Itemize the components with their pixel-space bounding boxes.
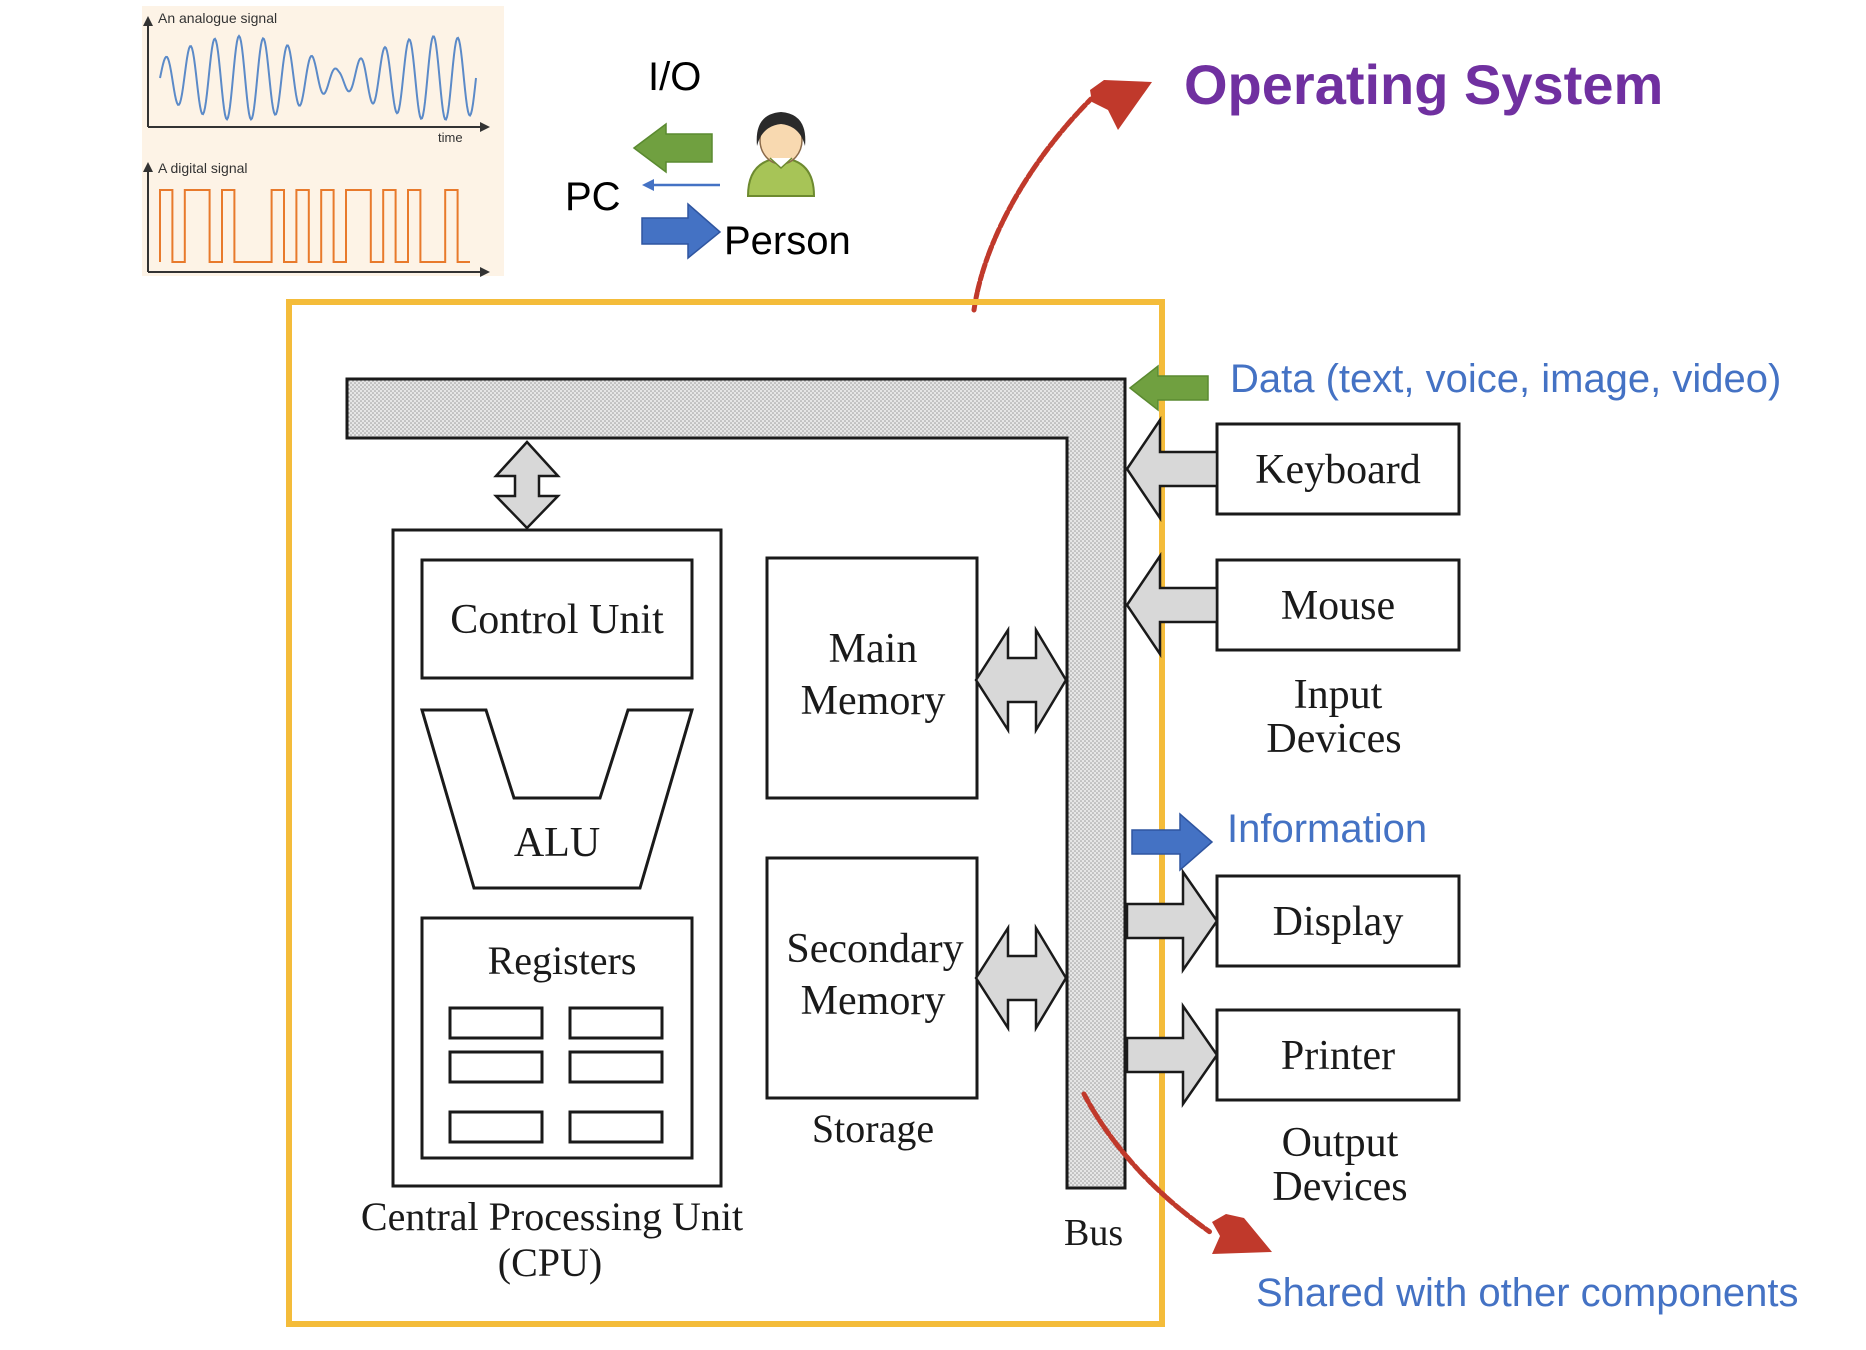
information-annotation: Information: [1227, 807, 1427, 851]
secondary-memory-box: [765, 856, 979, 1100]
digital-x-arrowhead: [480, 267, 490, 277]
output-devices-label-line2: Devices: [1272, 1164, 1407, 1210]
secondary-memory-bus-arrow: [974, 923, 1068, 1033]
signal-inset-background: [142, 6, 504, 276]
register-cell: [568, 1050, 664, 1084]
control-unit-box: [420, 558, 694, 680]
alu-shape: [419, 708, 695, 890]
bus-label: Bus: [1064, 1212, 1123, 1254]
right-arrow-blue-icon: [641, 202, 722, 260]
shared-arrowhead: [1212, 1214, 1272, 1254]
digital-signal-label: A digital signal: [158, 160, 248, 176]
keyboard-input-arrow: [1125, 415, 1219, 523]
main-memory-label-line1: Main: [829, 626, 918, 672]
register-cell: [568, 1110, 664, 1144]
printer-label: Printer: [1281, 1033, 1395, 1079]
registers-label: Registers: [488, 938, 637, 983]
analogue-x-arrowhead: [480, 122, 490, 132]
display-output-arrow: [1125, 868, 1219, 974]
input-devices-label-line1: Input: [1294, 672, 1383, 718]
digital-wave: [159, 189, 470, 263]
alu-label: ALU: [514, 820, 600, 866]
secondary-memory-label-line1: Secondary: [786, 926, 963, 972]
display-label: Display: [1273, 899, 1404, 945]
os-arrow-shaft: [971, 95, 1095, 313]
pc-label: PC: [565, 175, 621, 219]
keyboard-box: [1215, 422, 1461, 516]
data-green-arrow-icon: [1128, 364, 1209, 412]
shared-annotation: Shared with other components: [1256, 1271, 1799, 1315]
printer-box: [1215, 1008, 1461, 1102]
main-memory-bus-arrow: [974, 625, 1068, 735]
main-memory-box: [765, 556, 979, 800]
register-cell: [448, 1110, 544, 1144]
time-label: time: [438, 130, 463, 145]
cpu-label-line1: Central Processing Unit: [361, 1194, 743, 1239]
printer-output-arrow: [1125, 1002, 1219, 1108]
mouse-label: Mouse: [1281, 583, 1395, 629]
bus: [345, 377, 1127, 1190]
io-label: I/O: [648, 55, 701, 99]
shared-arrow-shaft: [1081, 1091, 1213, 1235]
os-arrowhead: [1090, 80, 1152, 130]
register-cell: [448, 1006, 544, 1040]
person-label: Person: [724, 219, 851, 263]
computer-frame: [286, 299, 1165, 1327]
io-illustration: I/O PC Person: [565, 55, 851, 263]
operating-system-label: Operating System: [1184, 53, 1663, 116]
control-unit-label: Control Unit: [450, 597, 664, 643]
shared-curved-arrow: [1081, 1091, 1272, 1254]
mouse-input-arrow: [1125, 551, 1219, 659]
cpu-label-line2: (CPU): [498, 1240, 602, 1285]
left-arrow-green-icon: [632, 122, 713, 174]
analogue-wave: [159, 34, 477, 122]
mouse-box: [1215, 558, 1461, 652]
small-left-arrow-blue-icon: [642, 179, 654, 191]
storage-label: Storage: [812, 1106, 934, 1151]
cpu-bus-double-arrow: [493, 440, 561, 530]
register-cells: [448, 1006, 664, 1144]
input-devices-label-line2: Devices: [1266, 716, 1401, 762]
output-devices-label-line1: Output: [1282, 1120, 1399, 1166]
signal-inset: An analogue signal time A digital signal: [142, 6, 504, 277]
information-blue-arrow-icon: [1131, 812, 1214, 872]
secondary-memory-label-line2: Memory: [801, 978, 946, 1024]
os-curved-arrow: [971, 80, 1152, 313]
analogue-signal-label: An analogue signal: [158, 10, 277, 26]
data-annotation: Data (text, voice, image, video): [1230, 357, 1781, 401]
digital-y-arrowhead: [143, 162, 153, 172]
register-cell: [568, 1006, 664, 1040]
analogue-y-arrowhead: [143, 16, 153, 26]
keyboard-label: Keyboard: [1255, 447, 1421, 493]
main-memory-label-line2: Memory: [801, 678, 946, 724]
person-icon: [746, 112, 816, 197]
register-cell: [448, 1050, 544, 1084]
display-box: [1215, 874, 1461, 968]
